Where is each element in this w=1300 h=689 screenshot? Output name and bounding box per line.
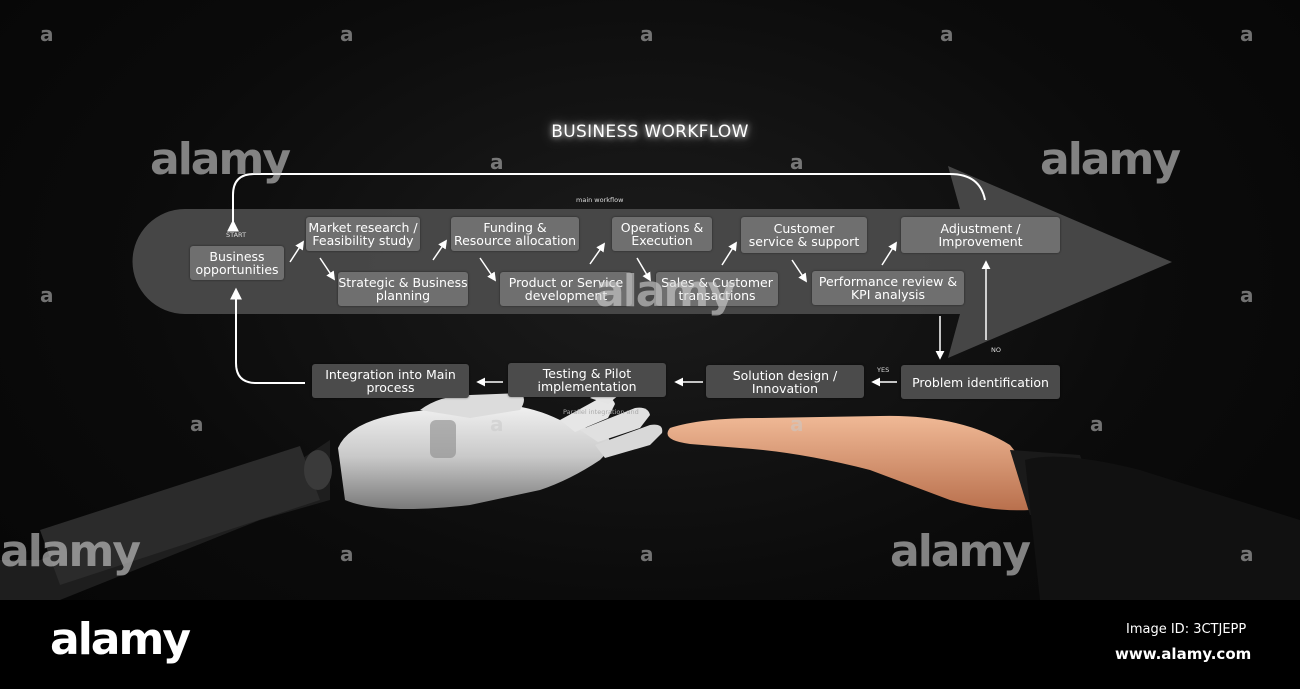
watermark-glyph: a [790,412,804,436]
diagram-title: BUSINESS WORKFLOW [551,122,749,142]
watermark-glyph: a [40,22,54,46]
step-solution-design: Solution design / Innovation [706,365,864,398]
step-operations: Operations & Execution [612,217,712,251]
site-url: www.alamy.com [1115,645,1252,663]
step-market-research: Market research / Feasibility study [306,217,420,251]
diagram-graphics [0,166,1300,600]
watermark-glyph: a [490,150,504,174]
loop-connector-top [227,173,986,232]
watermark-glyph: a [790,150,804,174]
loop-connector-bottom [230,287,305,384]
watermark-glyph: a [340,542,354,566]
yes-label: YES [877,366,890,374]
step-business-opportunities: Business opportunities [190,246,284,280]
step-problem-identification: Problem identification [901,365,1060,399]
watermark-word: alamy [0,526,141,577]
robot-hand [0,384,663,600]
step-funding: Funding & Resource allocation [451,217,579,251]
step-strategic-planning: Strategic & Business planning [338,272,468,306]
watermark-word: alamy [890,526,1031,577]
main-workflow-label: main workflow [576,196,624,204]
main-workflow-arrow [132,166,1173,358]
step-performance-review: Performance review & KPI analysis [812,271,964,305]
diagram-canvas: BUSINESS WORKFLOW main workflow START YE… [0,22,1300,600]
watermark-glyph: a [490,412,504,436]
step-sales: Sales & Customer transactions [656,272,778,306]
image-id: Image ID: 3CTJEPP [1126,622,1247,637]
step-adjustment: Adjustment / Improvement [901,217,1060,253]
parallel-label: Parallel integration and [563,408,639,416]
watermark-word: alamy [150,134,291,185]
watermark-word: alamy [595,266,736,317]
footer-bar [0,600,1300,689]
human-hand [667,415,1300,600]
watermark-glyph: a [640,542,654,566]
watermark-glyph: a [190,412,204,436]
flow-arrows [289,239,991,387]
step-testing: Testing & Pilot implementation [508,363,666,397]
watermark-glyph: a [340,22,354,46]
watermark-glyph: a [1240,542,1254,566]
watermark-glyph: a [1240,22,1254,46]
alamy-logo: alamy [50,614,191,665]
watermark-glyph: a [1090,412,1104,436]
watermark-glyph: a [1240,283,1254,307]
watermark-word: alamy [1040,134,1181,185]
no-label: NO [991,346,1001,354]
step-product-development: Product or Service development [500,272,632,306]
step-customer-service: Customer service & support [741,217,867,253]
start-label: START [226,231,247,239]
watermark-glyph: a [640,22,654,46]
watermark-glyph: a [940,22,954,46]
step-integration: Integration into Main process [312,364,469,398]
watermark-glyph: a [40,283,54,307]
